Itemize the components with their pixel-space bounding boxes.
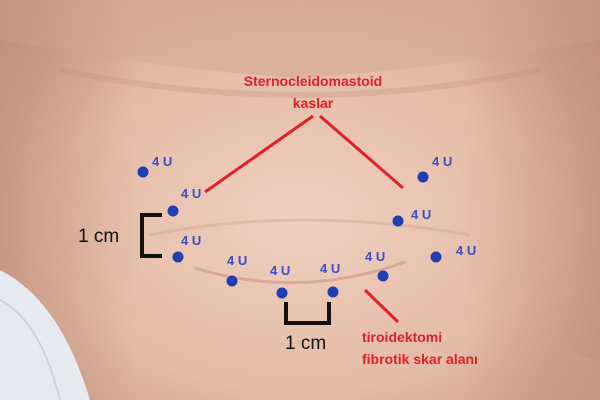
scar-label: tiroidektomi fibrotik skar alanı [362,326,478,370]
dose-label: 4 U [411,207,432,222]
left-spacing-bracket [140,213,162,258]
dose-label: 4 U [320,261,341,276]
dose-label: 4 U [181,233,202,248]
dose-label: 4 U [456,243,477,258]
dose-label: 4 U [432,154,453,169]
left-spacing-label: 1 cm [78,226,120,247]
dose-label: 4 U [181,186,202,201]
muscle-label-line1: Sternocleidomastoid [243,73,383,89]
injection-dot [377,270,389,282]
injection-dot [417,171,429,183]
injection-dot [392,215,404,227]
muscle-label-line2: kaslar [292,95,334,111]
injection-dot [276,287,288,299]
scar-pointer-line [363,288,400,324]
muscle-label: Sternocleidomastoid kaslar [206,70,420,114]
muscle-pointer-left-line [204,114,314,194]
injection-dot [137,166,149,178]
dose-label: 4 U [227,253,248,268]
bottom-spacing-bracket [284,302,331,325]
injection-dot [172,251,184,263]
muscle-pointer-right-line [319,114,404,190]
bottom-spacing-label: 1 cm [285,333,327,354]
dose-label: 4 U [365,249,386,264]
dose-label: 4 U [152,154,173,169]
scar-label-line1: tiroidektomi [362,329,443,345]
injection-dot [167,205,179,217]
injection-dots [137,166,442,299]
injection-dot [430,251,442,263]
scar-label-line2: fibrotik skar alanı [362,351,478,367]
injection-dot [226,275,238,287]
dose-label: 4 U [270,263,291,278]
injection-dot [327,286,339,298]
